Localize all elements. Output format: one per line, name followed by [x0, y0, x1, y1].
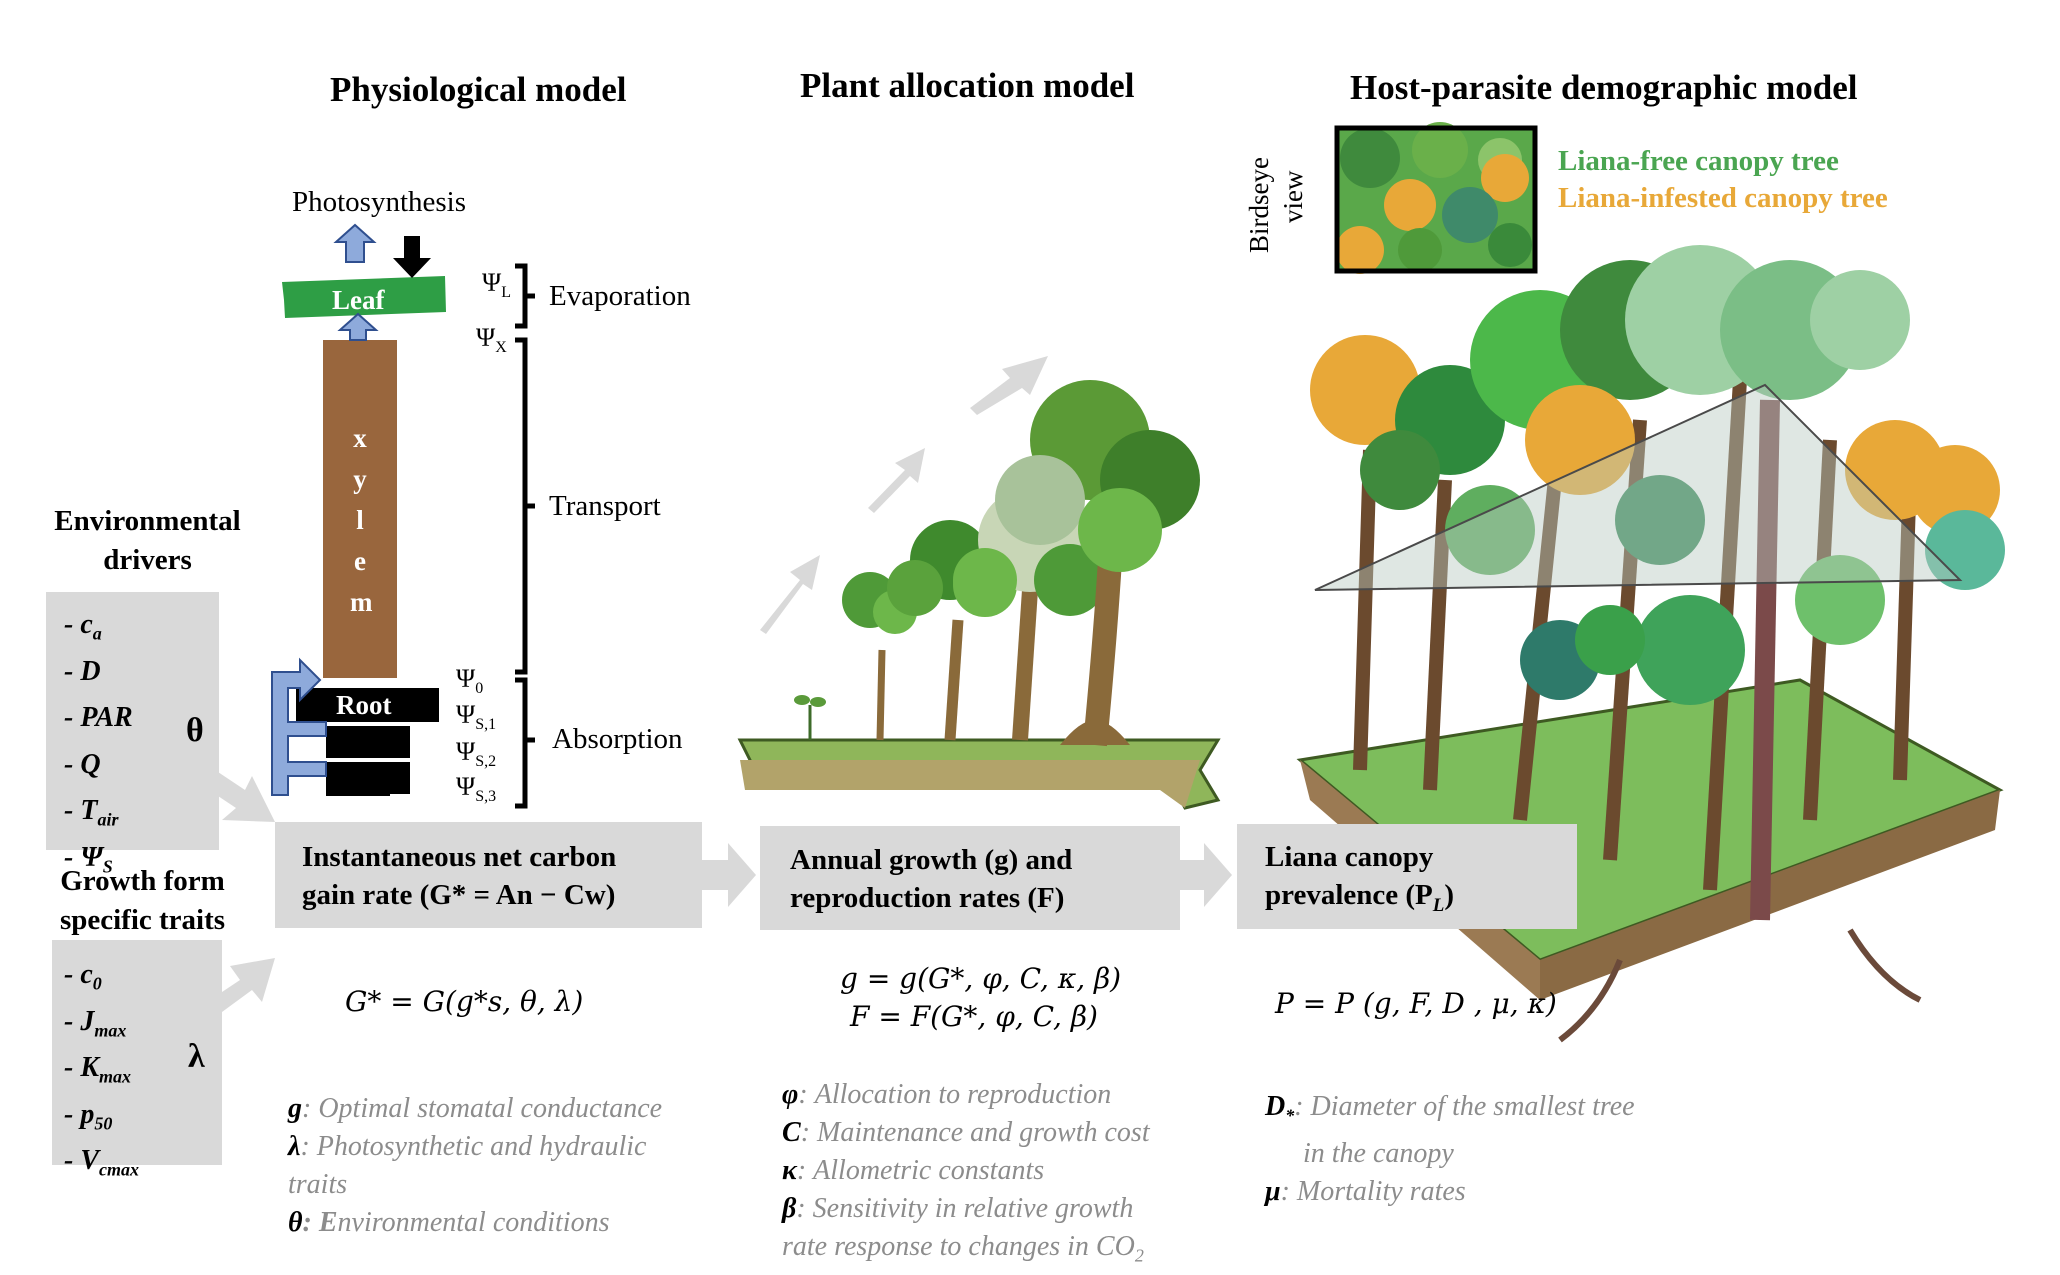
arrow-traits-to-physiology [210, 958, 275, 1012]
title-host-parasite-demographic-model: Host-parasite demographic model [1350, 68, 1858, 107]
trait-item: - Kmax [64, 1052, 132, 1087]
title-physiological-model: Physiological model [330, 70, 627, 109]
potential-root: Ψ0 [456, 664, 484, 698]
process-absorption: Absorption [552, 723, 683, 755]
root-block-4 [326, 762, 390, 796]
potential-xylem: ΨX [476, 323, 507, 357]
arrow-env-to-physiology [206, 770, 275, 822]
environmental-drivers-heading: Environmental drivers [54, 505, 241, 576]
legend-physiological: g: Optimal stomatal conductance λ: Photo… [288, 1090, 758, 1242]
carbon-gain-text: Instantaneous net carbon gain rate (G* =… [302, 841, 617, 911]
arrow-growth-to-prevalence [1180, 843, 1232, 907]
lambda-symbol: λ [188, 1038, 205, 1075]
potential-soil-1: ΨS,1 [456, 700, 497, 734]
trait-item: - p50 [64, 1098, 113, 1134]
env-item: - Tair [64, 795, 119, 830]
arrow-water-up [337, 312, 379, 341]
environmental-drivers-box [46, 592, 219, 850]
arrow-carbon-to-growth [702, 843, 756, 907]
bracket-absorption [515, 677, 535, 809]
carbon-gain-box [275, 822, 702, 928]
legend-beta: β: Sensitivity in relative growth [782, 1193, 1134, 1224]
legend-liana-infested: Liana-infested canopy tree [1558, 182, 1888, 214]
equation-reproduction: F = F(G*, φ, C, β) [850, 1000, 1098, 1033]
forest-scene [1296, 245, 2005, 1043]
growth-traits-box [52, 940, 222, 1165]
legend-gs: g: Optimal stomatal conductance [288, 1093, 663, 1124]
allocation-scene [737, 380, 1221, 810]
legend-d-star-cont: in the canopy [1303, 1137, 1454, 1169]
process-evaporation: Evaporation [549, 280, 691, 312]
prevalence-text: Liana canopy prevalence (PL) [1265, 841, 1455, 916]
bracket-transport [515, 337, 535, 675]
equation-prevalence: P = P (g, F, D , μ, κ) [1275, 987, 1557, 1020]
potential-leaf: ΨL [482, 268, 511, 302]
root-label: Root [336, 690, 392, 720]
env-item: - Q [64, 748, 101, 780]
leaf-label: Leaf [332, 285, 385, 315]
env-item: - PAR [64, 702, 133, 734]
trait-item: - c0 [64, 959, 102, 994]
xylem-column [323, 340, 397, 678]
env-item: - D [64, 655, 101, 687]
growth-arrows [760, 356, 1048, 634]
arrow-absorption [271, 657, 327, 796]
env-item: - ΨS [64, 841, 113, 877]
process-transport: Transport [549, 490, 661, 522]
equation-g-star: G* = G(g*s, θ, λ) [345, 985, 584, 1018]
legend-c: C: Maintenance and growth cost [782, 1117, 1150, 1148]
bracket-evaporation [515, 263, 535, 329]
legend-beta-cont: rate response to changes in CO2 [782, 1231, 1144, 1266]
prevalence-box [1237, 824, 1577, 929]
growth-traits-list: - c0 - Jmax - Kmax - p50 - Vcmax [64, 956, 139, 1189]
equation-growth: g = g(G*, φ, C, κ, β) [840, 962, 1122, 995]
arrow-co2-out [333, 223, 377, 263]
growth-traits-heading: Growth form specific traits [59, 865, 226, 936]
xylem-label: x y l e m [350, 423, 373, 617]
photosynthesis-label: Photosynthesis [292, 186, 467, 218]
birdseye-map [1334, 122, 1538, 274]
legend-lambda-cont: traits [288, 1169, 348, 1200]
root-block-2 [326, 726, 410, 758]
growth-text: Annual growth (g) and reproduction rates… [790, 844, 1073, 914]
root-block-1 [296, 688, 439, 722]
potential-soil-2: ΨS,2 [456, 737, 497, 771]
legend-d-star: D*: Diameter of the smallest tree [1265, 1091, 1635, 1126]
legend-liana-free: Liana-free canopy tree [1558, 145, 1839, 177]
growth-box [760, 826, 1180, 930]
legend-demographic: D*: Diameter of the smallest tree in the… [1265, 1088, 1725, 1211]
birdseye-label: Birdseye view [1244, 157, 1308, 253]
legend-phi: φ: Allocation to reproduction [782, 1079, 1112, 1110]
legend-kappa: κ: Allometric constants [782, 1155, 1045, 1186]
environmental-drivers-list: - ca - D - PAR - Q - Tair - ΨS [64, 606, 133, 886]
legend-mu: μ: Mortality rates [1265, 1175, 1466, 1207]
trait-item: - Vcmax [64, 1145, 139, 1180]
theta-symbol: θ [186, 712, 204, 749]
trait-item: - Jmax [64, 1005, 127, 1041]
potential-soil-3: ΨS,3 [456, 772, 497, 806]
env-item: - ca [64, 609, 102, 644]
legend-lambda: λ: Photosynthetic and hydraulic [288, 1131, 647, 1162]
leaf-banner [282, 276, 446, 318]
legend-allocation: φ: Allocation to reproduction C: Mainten… [782, 1076, 1222, 1275]
arrow-co2-in [393, 236, 431, 278]
title-plant-allocation-model: Plant allocation model [800, 66, 1135, 105]
legend-theta: θ: Environmental conditions [288, 1207, 610, 1238]
